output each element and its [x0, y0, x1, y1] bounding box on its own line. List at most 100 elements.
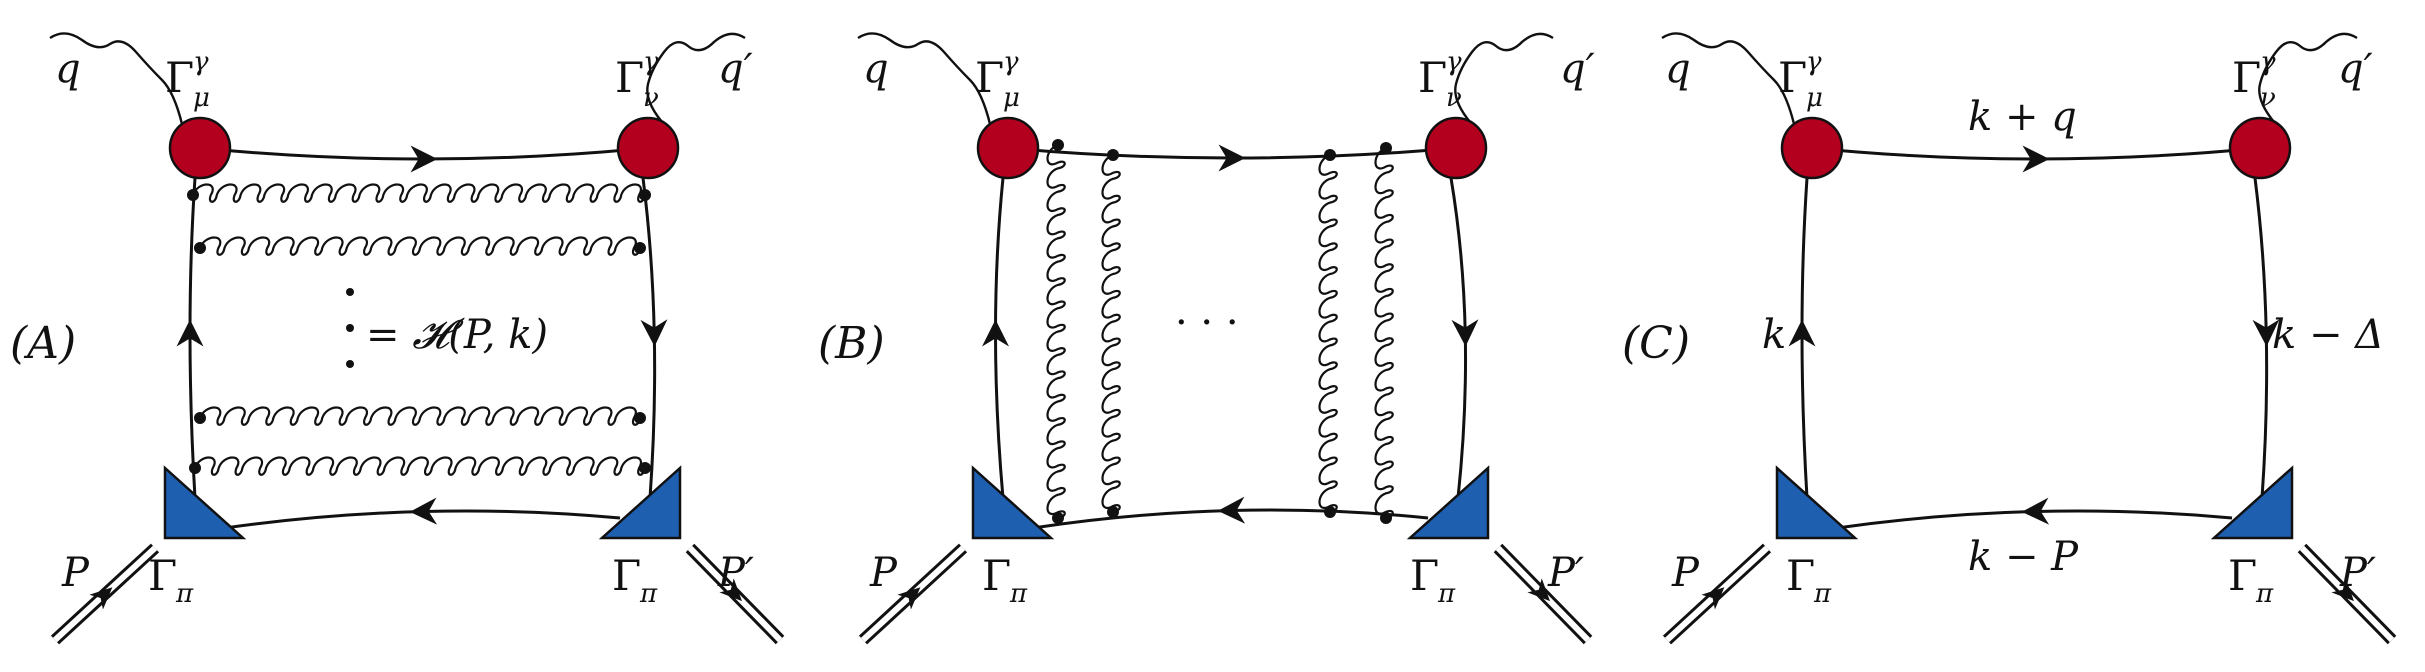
panel-a-label: (A)	[10, 318, 76, 369]
panel-a-pion-vertex-left	[163, 465, 247, 540]
panel-b-gluon-vertex-2-bottom	[1107, 506, 1119, 518]
panel-c-momentum-bottom: k − P	[1968, 534, 2079, 580]
panel-c	[1661, 32, 2397, 645]
panel-c-photon-vertex-left	[1780, 116, 1844, 180]
panel-b-gluon-vertex-3-bottom	[1324, 506, 1336, 518]
panel-b-gluon-vertex-4-top	[1380, 142, 1392, 154]
panel-a-photon-vertex-right	[616, 116, 680, 180]
panel-a-pion-in-label: P	[61, 550, 90, 596]
panel-c-momentum-right: k − Δ	[2272, 312, 2384, 358]
panel-a-gamma-vertex-right-label: Γ γ ν	[615, 47, 659, 113]
panel-b-photon-in-label: q	[863, 46, 889, 92]
panel-b-gluon-rung-3	[1318, 153, 1338, 514]
svg-text:Γ: Γ	[165, 53, 194, 102]
panel-b-pion-vertex-right	[1406, 465, 1490, 540]
panel-c-momentum-left: k	[1762, 312, 1786, 358]
panel-a	[49, 32, 785, 645]
svg-text:Γ: Γ	[148, 551, 177, 600]
panel-b-gamma-vertex-left-label: Γ γ μ	[975, 47, 1020, 113]
svg-text:γ: γ	[193, 47, 209, 77]
panel-b-pion-vertex-left-label: Γ π	[982, 551, 1028, 609]
svg-text:ν: ν	[2260, 83, 2276, 113]
panel-c-gamma-vertex-right-label: Γ γ ν	[2232, 47, 2276, 113]
panel-b-gluon-vertex-1-top	[1052, 139, 1064, 151]
panel-c-photon-out	[2258, 32, 2358, 123]
svg-text:π: π	[1813, 579, 1832, 609]
svg-text:π: π	[1437, 579, 1456, 609]
svg-text:Γ: Γ	[982, 551, 1011, 600]
svg-text:γ: γ	[643, 47, 659, 77]
svg-text:Γ: Γ	[1418, 53, 1447, 102]
svg-text:π: π	[1009, 579, 1028, 609]
panel-b-left-propagator	[981, 177, 1009, 499]
panel-a-pion-leg-out-arrow	[719, 578, 742, 602]
panel-b-gluon-vertex-3-top	[1324, 149, 1336, 161]
panel-b-photon-out-label: q′	[1560, 46, 1595, 92]
panel-a-left-propagator	[176, 177, 204, 499]
svg-text:γ: γ	[1446, 47, 1462, 77]
panel-a-pion-out-label: P′	[717, 550, 754, 596]
panel-a-pion-vertex-right-label: Γ π	[612, 551, 658, 609]
panel-b-pion-in-label: P	[869, 550, 898, 596]
panel-a-right-propagator	[640, 177, 668, 499]
panel-c-bottom-propagator	[1836, 497, 2233, 530]
panel-b-pion-out-label: P′	[1547, 550, 1584, 596]
panel-b-photon-vertex-left	[976, 116, 1040, 180]
svg-text:ν: ν	[1446, 83, 1462, 113]
panel-a-photon-in-label: q	[55, 46, 81, 92]
panel-a-pion-vertex-left-label: Γ π	[148, 551, 194, 609]
svg-text:γ: γ	[1806, 47, 1822, 77]
panel-a-kernel-dots	[346, 288, 354, 368]
panel-a-photon-out-label: q′	[718, 46, 753, 92]
panel-a-gluon-vertex-2-right	[634, 242, 646, 254]
svg-text:μ: μ	[193, 83, 210, 113]
svg-text:γ: γ	[1003, 47, 1019, 77]
panel-b-bottom-propagator	[1032, 496, 1429, 530]
panel-c-pion-vertex-right	[2210, 465, 2294, 540]
panel-a-pion-leg-in-arrow	[89, 587, 113, 610]
panel-b-ellipsis: · · ·	[1175, 300, 1239, 346]
panel-b-photon-out	[1454, 32, 1554, 123]
svg-text:ν: ν	[643, 83, 659, 113]
panel-a-gluon-vertex-3-left	[194, 412, 206, 424]
panel-a-gluon-rung-4	[193, 456, 647, 476]
panel-a-photon-out	[646, 32, 746, 123]
panel-c-photon-out-label: q′	[2338, 46, 2373, 92]
panel-c-label: (C)	[1622, 318, 1690, 369]
panel-b-pion-leg-in-arrow	[897, 587, 921, 610]
svg-text:μ: μ	[1003, 83, 1020, 113]
panel-c-pion-vertex-left	[1775, 465, 1859, 540]
panel-a-gamma-vertex-left-label: Γ γ μ	[165, 47, 210, 113]
panel-c-momentum-top: k + q	[1968, 94, 2077, 140]
panel-c-pion-in-label: P	[1671, 550, 1700, 596]
panel-a-gluon-vertex-2-left	[194, 242, 206, 254]
panel-a-gluon-vertex-4-right	[639, 462, 651, 474]
panel-a-kernel-label: = 𝓗(P, k)	[366, 312, 548, 358]
panel-b	[857, 32, 1593, 645]
panel-b-right-propagator	[1449, 177, 1479, 499]
panel-a-gluon-rung-1	[191, 183, 647, 203]
panel-c-pion-vertex-right-label: Γ π	[2228, 551, 2274, 609]
panel-b-gluon-vertex-2-top	[1107, 149, 1119, 161]
svg-text:Γ: Γ	[1410, 551, 1439, 600]
svg-text:Γ: Γ	[1778, 53, 1807, 102]
panel-c-left-propagator	[1788, 177, 1816, 499]
panel-b-pion-vertex-left	[971, 465, 1055, 540]
panel-b-label: (B)	[818, 318, 885, 369]
panel-a-pion-vertex-right	[598, 465, 682, 540]
panel-a-gluon-vertex-1-right	[639, 189, 651, 201]
panel-c-right-propagator	[2252, 177, 2280, 499]
panel-c-pion-leg-out-arrow	[2331, 578, 2354, 602]
panel-c-photon-in	[1661, 32, 1796, 125]
panel-a-photon-vertex-left	[168, 116, 232, 180]
svg-text:π: π	[2255, 579, 2274, 609]
panel-a-gluon-vertex-1-left	[187, 189, 199, 201]
panel-c-pion-out-label: P′	[2339, 550, 2376, 596]
panel-b-gluon-vertex-1-bottom	[1052, 512, 1064, 524]
panel-b-gluon-rung-4	[1374, 146, 1394, 520]
svg-text:μ: μ	[1806, 83, 1823, 113]
panel-c-gamma-vertex-left-label: Γ γ μ	[1778, 47, 1823, 113]
svg-text:Γ: Γ	[2228, 551, 2257, 600]
